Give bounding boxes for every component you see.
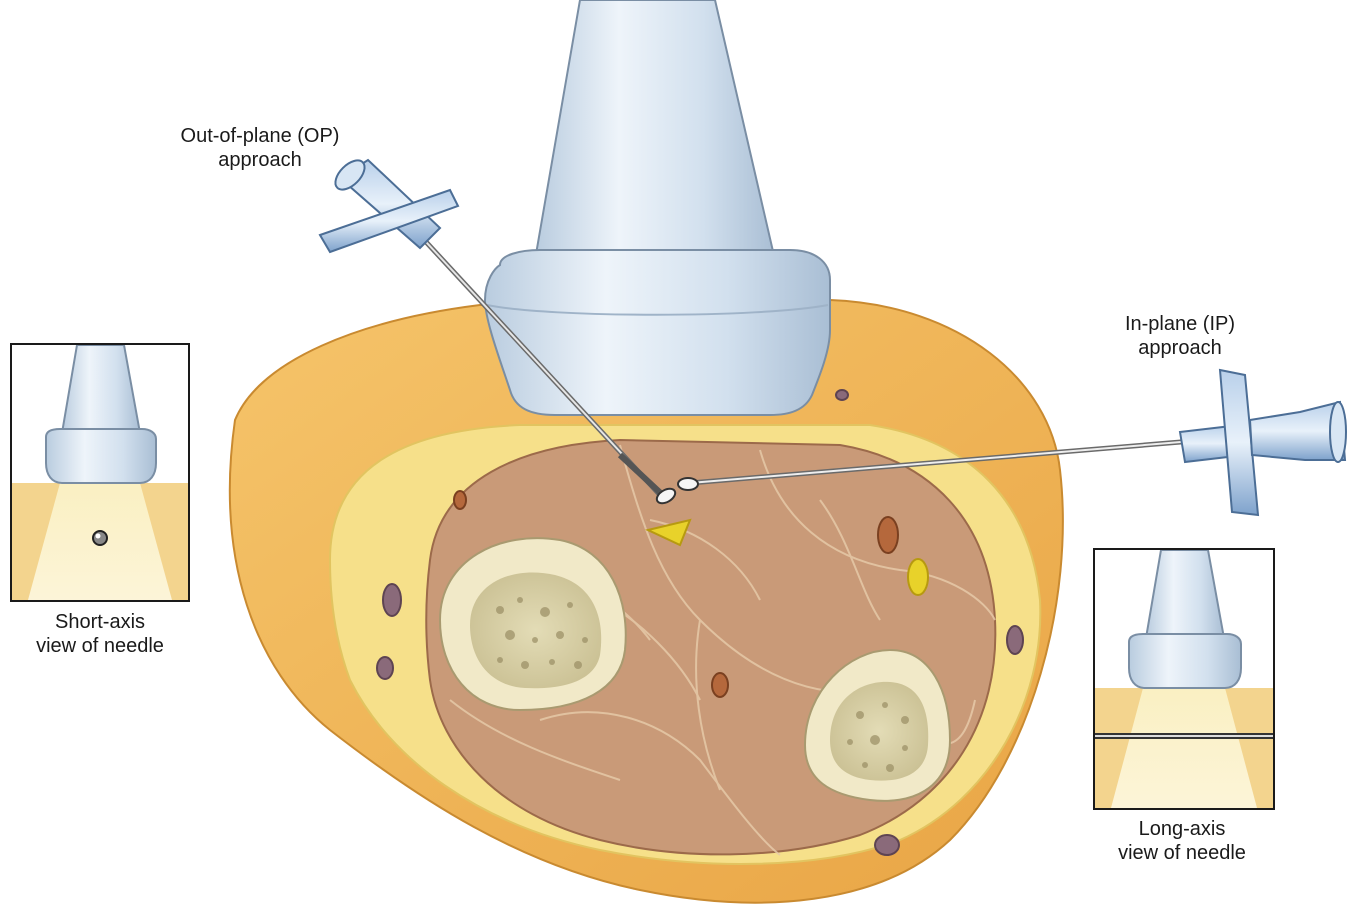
needle-cross-section-icon [93,531,107,545]
long-axis-line1: Long-axis [1100,817,1264,841]
ip-approach-line1: In-plane (IP) [1075,312,1285,336]
long-axis-diagram [1095,550,1273,808]
short-axis-line2: view of needle [20,634,180,658]
ip-approach-line2: approach [1075,336,1285,360]
ultrasound-probe-icon [485,0,830,415]
op-approach-line1: Out-of-plane (OP) [150,124,370,148]
long-axis-inset [1093,548,1275,810]
op-approach-label: Out-of-plane (OP) approach [150,124,370,172]
long-axis-line2: view of needle [1100,841,1264,865]
long-axis-label: Long-axis view of needle [1100,817,1264,865]
vessel-icon [383,584,401,616]
bone-left [440,538,626,710]
op-approach-line2: approach [150,148,370,172]
short-axis-label: Short-axis view of needle [20,610,180,658]
short-axis-diagram [12,345,188,600]
short-axis-line1: Short-axis [20,610,180,634]
short-axis-inset [10,343,190,602]
ip-approach-label: In-plane (IP) approach [1075,312,1285,360]
